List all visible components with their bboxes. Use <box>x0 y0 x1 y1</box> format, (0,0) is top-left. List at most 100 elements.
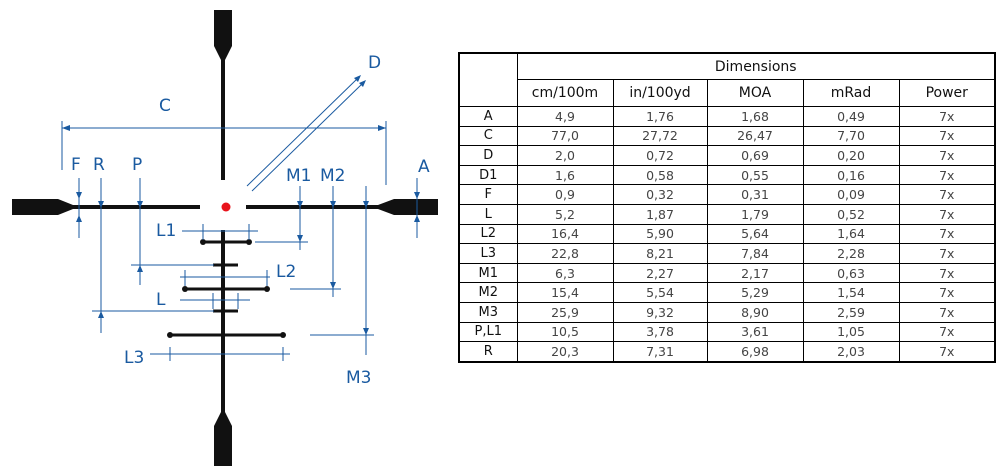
table-cell: 1,68 <box>706 106 804 127</box>
table-cell: 22,8 <box>516 243 614 264</box>
table-cell: 25,9 <box>516 301 614 323</box>
row-label: M1 <box>458 262 518 284</box>
line-l1 <box>200 239 252 245</box>
table-cell: 7,70 <box>802 125 900 147</box>
table-cell: 5,54 <box>612 282 708 303</box>
table-cell: 7x <box>898 262 996 284</box>
label-l2: L2 <box>276 262 296 282</box>
table-cell: 5,2 <box>516 203 614 225</box>
table-cell: 7x <box>898 321 996 343</box>
table-cell: 4,9 <box>516 106 614 127</box>
dimension-l <box>180 293 250 309</box>
table-cell: 9,32 <box>612 301 708 323</box>
table-cell: 10,5 <box>516 321 614 343</box>
row-label: D1 <box>458 164 518 186</box>
table-cell: 0,20 <box>802 145 900 166</box>
row-label: L <box>458 203 518 225</box>
row-label: P,L1 <box>458 321 518 343</box>
table-cell: 0,55 <box>706 164 804 186</box>
table-cell: 0,32 <box>612 184 708 205</box>
table-cell: 1,87 <box>612 203 708 225</box>
label-m1: M1 <box>286 166 311 186</box>
label-m2: M2 <box>320 166 345 186</box>
table-cell: 1,79 <box>706 203 804 225</box>
reticle-left-post <box>12 199 200 215</box>
table-cell: 0,69 <box>706 145 804 166</box>
table-cell: 1,76 <box>612 106 708 127</box>
table-cell: 27,72 <box>612 125 708 147</box>
table-cell: 5,29 <box>706 282 804 303</box>
table-cell: 26,47 <box>706 125 804 147</box>
column-header: mRad <box>802 79 900 107</box>
table-cell: 7x <box>898 125 996 147</box>
label-p: P <box>132 155 142 175</box>
reticle-top-post <box>214 10 232 180</box>
row-label: L2 <box>458 223 518 245</box>
table-cell: 7,31 <box>612 341 708 363</box>
row-label: M2 <box>458 282 518 303</box>
table-cell: 7x <box>898 203 996 225</box>
label-m3: M3 <box>346 368 371 388</box>
table-cell: 1,64 <box>802 223 900 245</box>
table-cell: 2,0 <box>516 145 614 166</box>
table-cell: 3,78 <box>612 321 708 343</box>
column-header: MOA <box>706 79 804 107</box>
row-label: L3 <box>458 243 518 264</box>
column-header: in/100yd <box>612 79 708 107</box>
table-cell: 20,3 <box>516 341 614 363</box>
table-cell: 7x <box>898 106 996 127</box>
table-cell: 2,28 <box>802 243 900 264</box>
dimension-p <box>131 178 214 285</box>
table-cell: 2,17 <box>706 262 804 284</box>
table-cell: 7x <box>898 282 996 303</box>
table-cell: 6,98 <box>706 341 804 363</box>
table-cell: 3,61 <box>706 321 804 343</box>
table-cell: 7x <box>898 341 996 363</box>
table-cell: 6,3 <box>516 262 614 284</box>
line-l3 <box>167 332 286 338</box>
table-cell: 0,72 <box>612 145 708 166</box>
table-cell: 7x <box>898 164 996 186</box>
column-header: cm/100m <box>516 79 614 107</box>
row-label: F <box>458 184 518 205</box>
table-cell: 7,84 <box>706 243 804 264</box>
table-cell: 0,09 <box>802 184 900 205</box>
label-l3: L3 <box>124 348 144 368</box>
line-l2 <box>182 286 270 292</box>
table-cell: 2,03 <box>802 341 900 363</box>
center-dot <box>221 202 231 212</box>
table-cell: 8,90 <box>706 301 804 323</box>
table-cell: 5,64 <box>706 223 804 245</box>
column-header: Power <box>898 79 996 107</box>
label-f: F <box>71 155 81 175</box>
reticle-diagram: C D F R P M1 M2 A L1 L2 L L3 M3 <box>12 10 438 466</box>
label-c: C <box>159 96 171 116</box>
table-cell: 0,16 <box>802 164 900 186</box>
table-cell: 0,9 <box>516 184 614 205</box>
dimension-r <box>92 178 214 333</box>
row-label: D <box>458 145 518 166</box>
table-cell: 0,49 <box>802 106 900 127</box>
label-d: D <box>368 53 381 73</box>
table-cell: 8,21 <box>612 243 708 264</box>
dimension-l1 <box>182 224 258 240</box>
reticle-bottom-post <box>214 230 232 466</box>
table-cell: 2,27 <box>612 262 708 284</box>
row-label: C <box>458 125 518 147</box>
row-label: M3 <box>458 301 518 323</box>
table-cell: 7x <box>898 301 996 323</box>
table-cell: 5,90 <box>612 223 708 245</box>
dimension-m1 <box>255 186 308 250</box>
table-cell: 1,05 <box>802 321 900 343</box>
label-a: A <box>418 157 430 177</box>
